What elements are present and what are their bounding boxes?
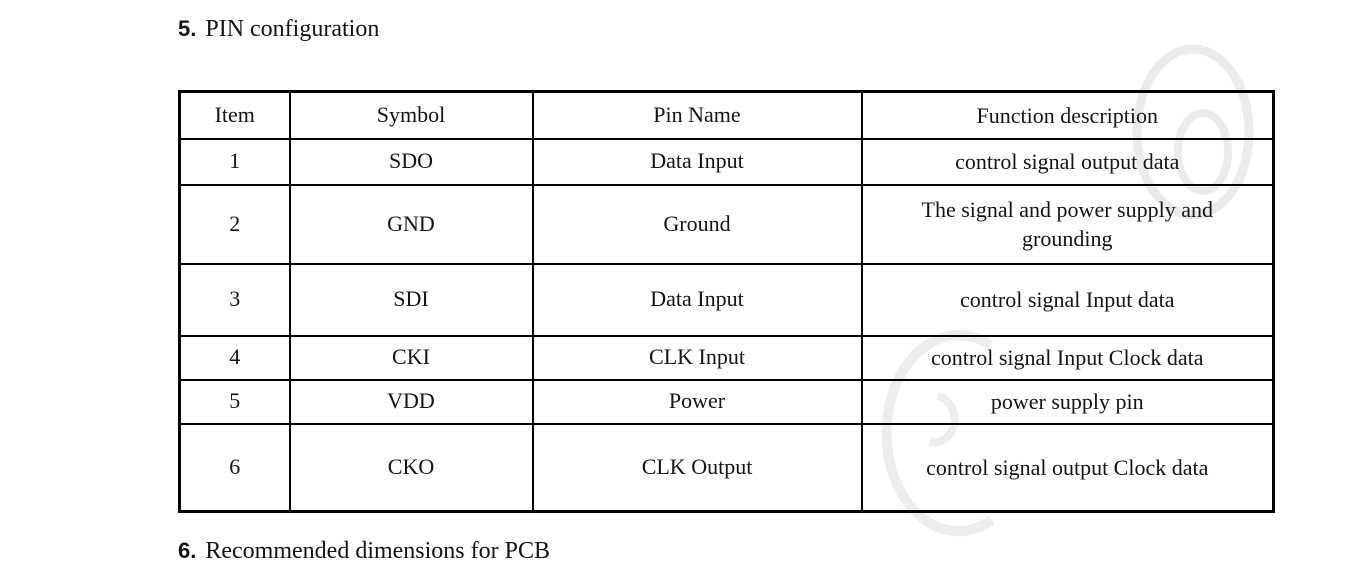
cell-item: 1 <box>178 137 291 186</box>
cell-pin-name: Ground <box>531 183 863 265</box>
table-row: 1 SDO Data Input control signal output d… <box>178 137 1275 186</box>
cell-pin-name: Power <box>531 378 863 425</box>
section-number: 6. <box>178 538 197 563</box>
table-row: 5 VDD Power power supply pin <box>178 378 1275 425</box>
column-header-function-description: Function description <box>860 90 1275 140</box>
cell-item: 2 <box>178 183 291 265</box>
cell-symbol: CKI <box>288 334 534 381</box>
cell-symbol: SDI <box>288 262 534 337</box>
table-row: 6 CKO CLK Output control signal output C… <box>178 422 1275 513</box>
cell-function: power supply pin <box>860 378 1275 425</box>
section-title: Recommended dimensions for PCB <box>205 538 550 564</box>
cell-item: 6 <box>178 422 291 513</box>
cell-pin-name: Data Input <box>531 137 863 186</box>
cell-symbol: VDD <box>288 378 534 425</box>
column-header-symbol: Symbol <box>288 90 534 140</box>
table-header-row: Item Symbol Pin Name Function descriptio… <box>178 90 1275 140</box>
table-row: 4 CKI CLK Input control signal Input Clo… <box>178 334 1275 381</box>
cell-pin-name: CLK Input <box>531 334 863 381</box>
table-row: 3 SDI Data Input control signal Input da… <box>178 262 1275 337</box>
cell-item: 4 <box>178 334 291 381</box>
column-header-item: Item <box>178 90 291 140</box>
cell-item: 5 <box>178 378 291 425</box>
cell-function: control signal Input data <box>860 262 1275 337</box>
pin-configuration-table: Item Symbol Pin Name Function descriptio… <box>178 90 1275 513</box>
cell-symbol: GND <box>288 183 534 265</box>
section-heading-pin-configuration: 5. PIN configuration <box>178 15 379 44</box>
cell-symbol: CKO <box>288 422 534 513</box>
section-heading-pcb-dimensions: 6. Recommended dimensions for PCB <box>178 537 550 566</box>
cell-function: control signal output data <box>860 137 1275 186</box>
cell-symbol: SDO <box>288 137 534 186</box>
cell-function: control signal output Clock data <box>860 422 1275 513</box>
column-header-pin-name: Pin Name <box>531 90 863 140</box>
cell-pin-name: Data Input <box>531 262 863 337</box>
cell-item: 3 <box>178 262 291 337</box>
table-row: 2 GND Ground The signal and power supply… <box>178 183 1275 265</box>
cell-function: The signal and power supply and groundin… <box>860 183 1275 265</box>
cell-pin-name: CLK Output <box>531 422 863 513</box>
cell-function: control signal Input Clock data <box>860 334 1275 381</box>
section-title: PIN configuration <box>205 16 380 42</box>
section-number: 5. <box>178 16 197 41</box>
